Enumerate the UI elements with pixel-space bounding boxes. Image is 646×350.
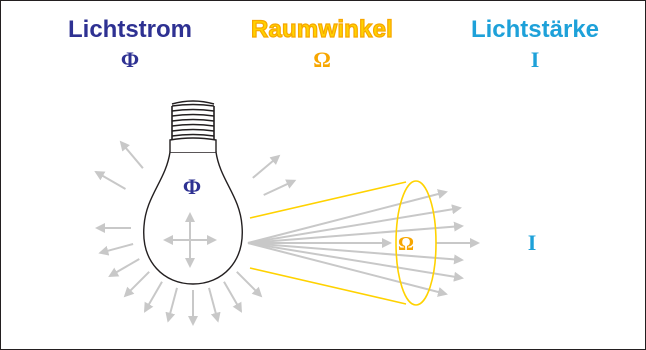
solid-angle-symbol: Ω (313, 47, 331, 72)
thread-ring (171, 123, 215, 127)
light-ray-arrow (98, 243, 134, 256)
bulb-socket-thread (171, 100, 215, 140)
light-ray-arrow (119, 140, 144, 169)
light-ray-arrow (143, 281, 163, 313)
beam-intensity-symbol: I (528, 230, 537, 255)
beam-ray-arrow (247, 242, 464, 282)
beam-ray-arrow (247, 189, 448, 244)
radiating-light-rays (94, 140, 297, 326)
light-ray-arrow (263, 179, 297, 196)
thread-ring (171, 103, 215, 107)
light-ray-arrow (165, 287, 178, 323)
thread-ring (171, 128, 215, 132)
light-ray-arrow (236, 271, 263, 298)
light-ray-arrow (223, 281, 243, 313)
luminous-intensity-symbol: I (530, 47, 540, 72)
thread-ring (171, 118, 215, 122)
light-ray-arrow (108, 258, 140, 278)
beam-ray-arrow (247, 242, 448, 297)
luminous-flux-heading: Lichtstrom (67, 16, 192, 43)
bulb-flux-symbol: Φ (183, 174, 201, 199)
light-ray-arrow (252, 154, 281, 179)
thread-ring (171, 113, 215, 117)
socket-outline (171, 100, 215, 140)
light-ray-arrow (94, 171, 126, 190)
cone-solid-angle-symbol: Ω (398, 233, 414, 255)
luminous-intensity-heading: Lichtstärke (470, 16, 600, 43)
beam-ray-arrow (247, 221, 464, 244)
solid-angle-heading: Raumwinkel (250, 15, 394, 43)
beam-ray-arrow (247, 242, 464, 265)
luminous-flux-symbol: Φ (120, 47, 140, 72)
beam-rays (247, 189, 480, 297)
beam-ray-arrow (247, 204, 462, 244)
thread-ring (171, 133, 215, 137)
thread-ring (171, 108, 215, 112)
light-ray-arrow (123, 271, 150, 298)
light-ray-arrow (208, 287, 221, 323)
center-cross-arrows (163, 212, 217, 268)
solid-angle-cone (249, 180, 437, 306)
